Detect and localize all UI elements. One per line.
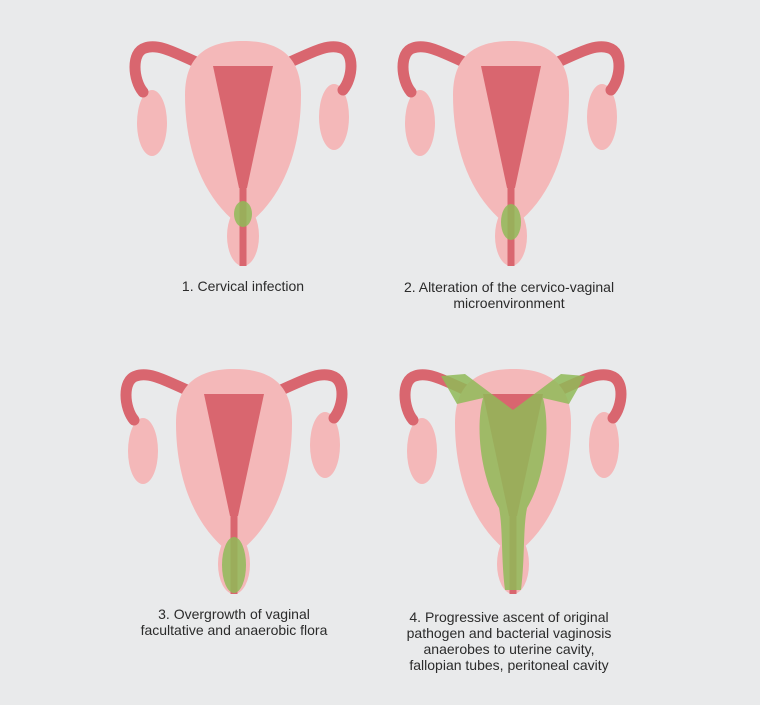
uterine-cavity bbox=[204, 394, 264, 516]
ovary-right bbox=[587, 84, 617, 150]
uterus-figure bbox=[397, 41, 625, 266]
infection-ascent bbox=[441, 374, 585, 590]
fallopian-tube-left bbox=[397, 41, 489, 98]
ovary-left bbox=[137, 90, 167, 156]
ovary-left bbox=[128, 418, 158, 484]
ovary-left bbox=[407, 418, 437, 484]
ovary-right bbox=[310, 412, 340, 478]
fallopian-tube-right bbox=[265, 41, 357, 96]
ovary-right bbox=[319, 84, 349, 150]
caption-3: 3. Overgrowth of vaginal facultative and… bbox=[140, 606, 328, 638]
caption-1: 1. Cervical infection bbox=[181, 278, 305, 294]
uterine-cavity bbox=[213, 66, 273, 188]
fallopian-tube-left bbox=[120, 369, 212, 426]
uterus-figure bbox=[120, 369, 348, 594]
infection-cervix-vagina bbox=[501, 204, 521, 240]
ovary-right bbox=[589, 412, 619, 478]
uterine-cavity bbox=[481, 66, 541, 188]
ovary-left bbox=[405, 90, 435, 156]
caption-4: 4. Progressive ascent of original pathog… bbox=[406, 609, 612, 673]
caption-2: 2. Alteration of the cervico-vaginal mic… bbox=[403, 279, 615, 311]
infection-cervix bbox=[234, 201, 252, 227]
uterus-figure bbox=[399, 369, 627, 594]
fallopian-tube-left bbox=[129, 41, 221, 98]
fallopian-tube-right bbox=[533, 41, 625, 96]
infection-vagina bbox=[222, 537, 246, 593]
fallopian-tube-right bbox=[256, 369, 348, 424]
uterus-figure bbox=[129, 41, 357, 266]
